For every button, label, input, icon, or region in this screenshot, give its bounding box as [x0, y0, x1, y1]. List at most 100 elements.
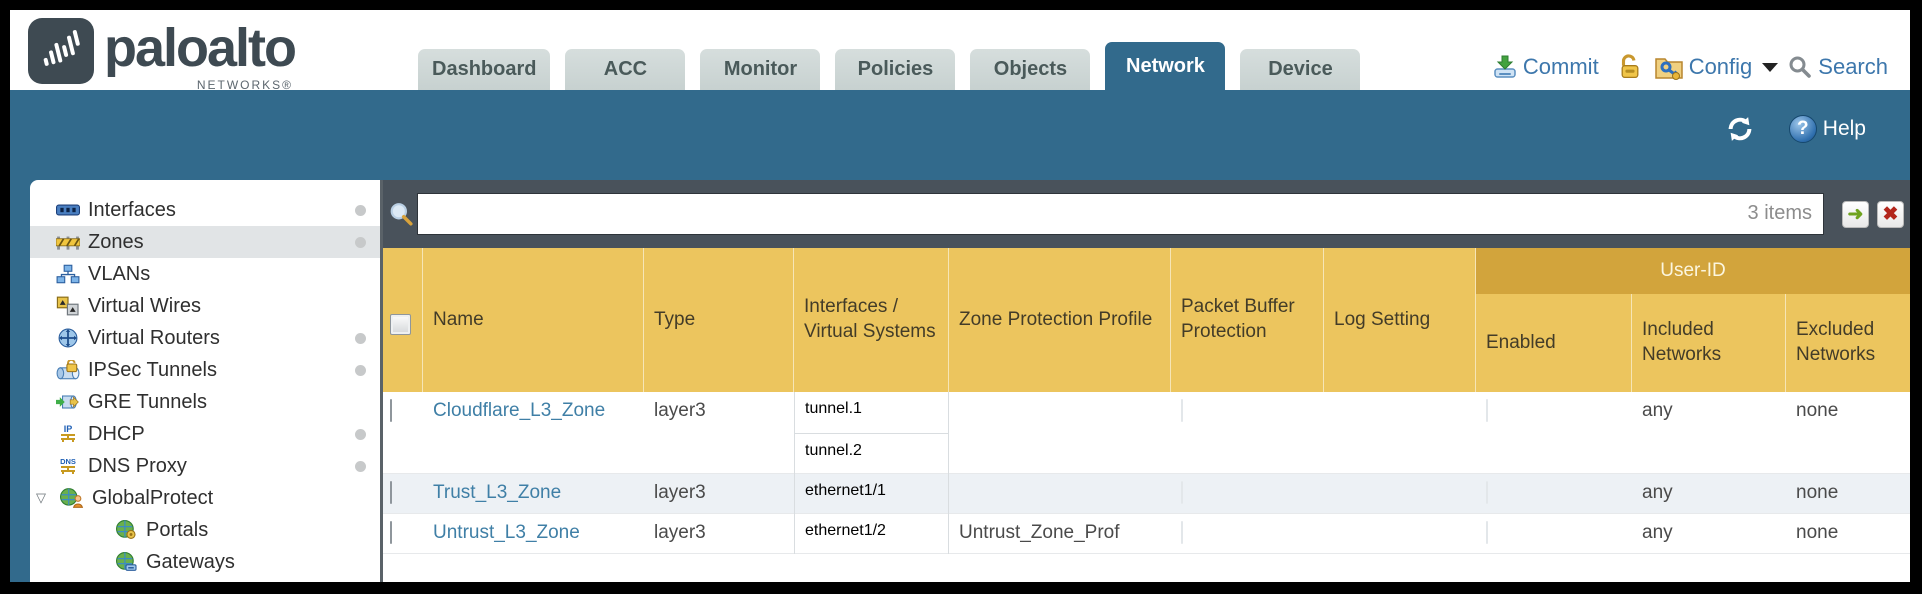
tab-network[interactable]: Network: [1105, 42, 1226, 90]
sidebar-item-label: Interfaces: [88, 198, 176, 221]
col-header-type[interactable]: Type: [644, 248, 794, 392]
sidebar-item-label: DNS Proxy: [88, 454, 187, 477]
help-label[interactable]: Help: [1822, 117, 1866, 140]
tab-dashboard[interactable]: Dashboard: [418, 49, 551, 90]
tab-device[interactable]: Device: [1240, 49, 1361, 90]
app-window: paloalto NETWORKS® Dashboard ACC Monitor…: [10, 10, 1910, 582]
commit-button[interactable]: Commit: [1522, 54, 1599, 79]
interfaces-cell: ethernet1/2: [794, 514, 949, 555]
help-icon[interactable]: ?: [1788, 115, 1817, 143]
row-checkbox-cell: [383, 514, 423, 555]
table-empty-space: [383, 554, 1910, 582]
portals-icon: [116, 520, 136, 539]
sidebar-item-zones[interactable]: Zones: [30, 226, 380, 258]
status-dot: [355, 428, 366, 440]
zone-type-cell: layer3: [654, 400, 706, 421]
sidebar-item-dhcp[interactable]: IP DHCP: [30, 418, 380, 450]
zones-icon: [56, 236, 80, 250]
clear-filter-button[interactable]: ✖: [1877, 200, 1904, 228]
zone-protection-profile-cell: [949, 392, 1171, 474]
sidebar-item-virtual-routers[interactable]: Virtual Routers: [30, 322, 380, 354]
apply-filter-button[interactable]: ➜: [1842, 200, 1869, 228]
content-area: Interfaces Zones VLANs: [10, 180, 1910, 582]
paloalto-logo-icon: [28, 18, 94, 84]
sidebar-item-ipsec-tunnels[interactable]: IPSec Tunnels: [30, 354, 380, 386]
expander-icon[interactable]: ▽: [36, 490, 46, 505]
sidebar-item-label: IPSec Tunnels: [88, 358, 217, 381]
search-icon[interactable]: [1788, 55, 1812, 79]
sidebar-item-portals[interactable]: Portals: [30, 514, 380, 546]
row-checkbox-cell: [383, 474, 423, 515]
packet-buffer-checkbox[interactable]: [1181, 399, 1183, 422]
excluded-networks-cell: none: [1796, 482, 1839, 503]
commit-icon[interactable]: [1493, 55, 1517, 79]
tab-objects[interactable]: Objects: [970, 49, 1091, 90]
user-id-enabled-checkbox[interactable]: [1486, 521, 1488, 544]
sidebar-item-globalprotect[interactable]: ▽ GlobalProtect: [30, 482, 380, 514]
filter-toolbar: 3 items ➜ ✖: [383, 180, 1910, 248]
sidebar-item-gateways[interactable]: Gateways: [30, 546, 380, 578]
col-header-excluded-networks[interactable]: Excluded Networks: [1796, 319, 1876, 365]
green-arrow-icon: ➜: [1847, 203, 1864, 225]
col-header-name[interactable]: Name: [423, 248, 644, 392]
user-id-enabled-checkbox[interactable]: [1486, 481, 1488, 504]
tab-acc[interactable]: ACC: [565, 49, 686, 90]
col-header-interfaces[interactable]: Interfaces / Virtual Systems: [794, 248, 949, 392]
row-checkbox[interactable]: [390, 521, 392, 544]
tab-policies[interactable]: Policies: [835, 49, 956, 90]
packet-buffer-protection-cell: [1171, 474, 1324, 515]
config-caret-icon[interactable]: [1762, 62, 1779, 72]
zone-protection-profile-cell: [949, 474, 1171, 515]
sidebar-item-virtual-wires[interactable]: Virtual Wires: [30, 290, 380, 322]
packet-buffer-checkbox[interactable]: [1181, 521, 1183, 544]
table-row[interactable]: Cloudflare_L3_Zone layer3 tunnel.1 tunne…: [383, 392, 1910, 474]
col-header-log-setting[interactable]: Log Setting: [1324, 248, 1476, 392]
col-header-enabled[interactable]: Enabled: [1476, 294, 1632, 392]
included-networks-cell: any: [1642, 522, 1673, 543]
search-button[interactable]: Search: [1818, 54, 1888, 79]
col-group-user-id: User-ID: [1476, 248, 1910, 294]
brand-name: paloalto: [104, 18, 297, 78]
interface-entry: tunnel.2: [795, 433, 948, 474]
log-setting-cell: [1324, 474, 1476, 515]
filter-input[interactable]: [417, 193, 1824, 235]
top-bar: paloalto NETWORKS® Dashboard ACC Monitor…: [10, 10, 1910, 92]
zone-name-link[interactable]: Trust_L3_Zone: [433, 482, 562, 503]
col-header-zone-protection-profile[interactable]: Zone Protection Profile: [949, 248, 1171, 392]
zone-protection-profile-cell: Untrust_Zone_Prof: [959, 522, 1120, 543]
row-checkbox[interactable]: [390, 399, 392, 422]
sidebar-item-interfaces[interactable]: Interfaces: [30, 194, 380, 226]
sidebar-item-vlans[interactable]: VLANs: [30, 258, 380, 290]
sidebar-item-label: DHCP: [88, 422, 145, 445]
sidebar-item-dns-proxy[interactable]: DNS DNS Proxy: [30, 450, 380, 482]
svg-text:DNS: DNS: [60, 457, 76, 466]
header-checkbox-cell: [383, 248, 423, 392]
table-row[interactable]: Trust_L3_Zone layer3 ethernet1/1 any non…: [383, 474, 1910, 515]
tab-monitor[interactable]: Monitor: [700, 49, 821, 90]
refresh-icon[interactable]: [1725, 114, 1755, 144]
user-id-enabled-checkbox[interactable]: [1486, 399, 1488, 422]
interfaces-cell: ethernet1/1: [794, 474, 949, 515]
sidebar-item-label: GlobalProtect: [92, 486, 214, 509]
zone-name-link[interactable]: Untrust_L3_Zone: [433, 522, 580, 543]
sidebar-item-label: Virtual Routers: [88, 326, 220, 349]
col-header-packet-buffer-protection[interactable]: Packet Buffer Protection: [1171, 248, 1324, 392]
gateways-icon: [116, 552, 137, 571]
included-networks-cell: any: [1642, 400, 1673, 421]
select-all-checkbox[interactable]: [390, 313, 411, 335]
globalprotect-icon: [60, 488, 84, 508]
excluded-networks-cell: none: [1796, 522, 1839, 543]
brand-subtitle: NETWORKS®: [196, 78, 294, 92]
sidebar-item-gre-tunnels[interactable]: GRE Tunnels: [30, 386, 380, 418]
config-icon[interactable]: [1654, 54, 1683, 80]
sidebar-item-label: Portals: [146, 518, 209, 541]
lock-icon[interactable]: [1619, 54, 1641, 80]
table-row[interactable]: Untrust_L3_Zone layer3 ethernet1/2 Untru…: [383, 514, 1910, 555]
packet-buffer-checkbox[interactable]: [1181, 481, 1183, 504]
zone-name-link[interactable]: Cloudflare_L3_Zone: [433, 400, 606, 421]
config-button[interactable]: Config: [1688, 54, 1753, 79]
col-header-included-networks[interactable]: Included Networks: [1632, 294, 1786, 392]
row-checkbox[interactable]: [390, 481, 392, 504]
table-header: Name Type Interfaces / Virtual Systems Z…: [383, 248, 1910, 392]
